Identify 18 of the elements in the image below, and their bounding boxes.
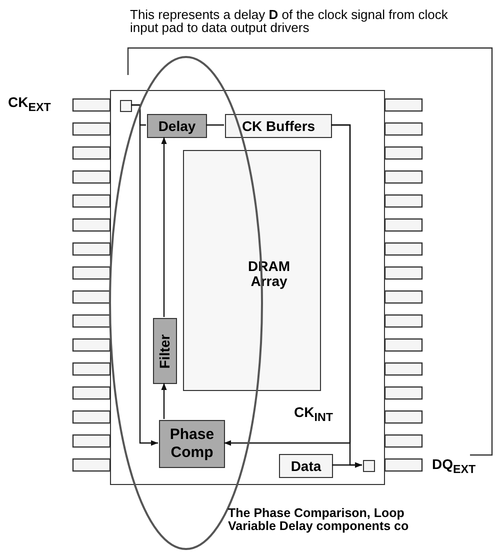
arrow [161,383,167,420]
output-pad [363,460,375,472]
input-pad [120,100,132,112]
annotation-text: This represents a delay D of the clock signal from clock input pad to data output drivers [130,8,449,34]
arrow [131,104,158,446]
buffer-block: CK Buffers [225,114,332,138]
phase-comparator-block: Phase Comp [159,420,225,468]
signal-label: DQ$_{EXT}$ [432,456,476,478]
delay-block: Delay [147,114,207,138]
filter-block: Filter [153,318,177,384]
arrow [331,462,362,468]
chip-package [110,90,385,485]
caption-text: The Phase Comparison, Loop Variable Delay components co [228,507,410,533]
signal-label: CK$_{INT}$ [294,404,334,426]
arrow [161,137,167,318]
signal-label: CK$_{EXT}$ [8,94,51,116]
data-block: Data [279,454,333,478]
connector-line [205,124,224,126]
